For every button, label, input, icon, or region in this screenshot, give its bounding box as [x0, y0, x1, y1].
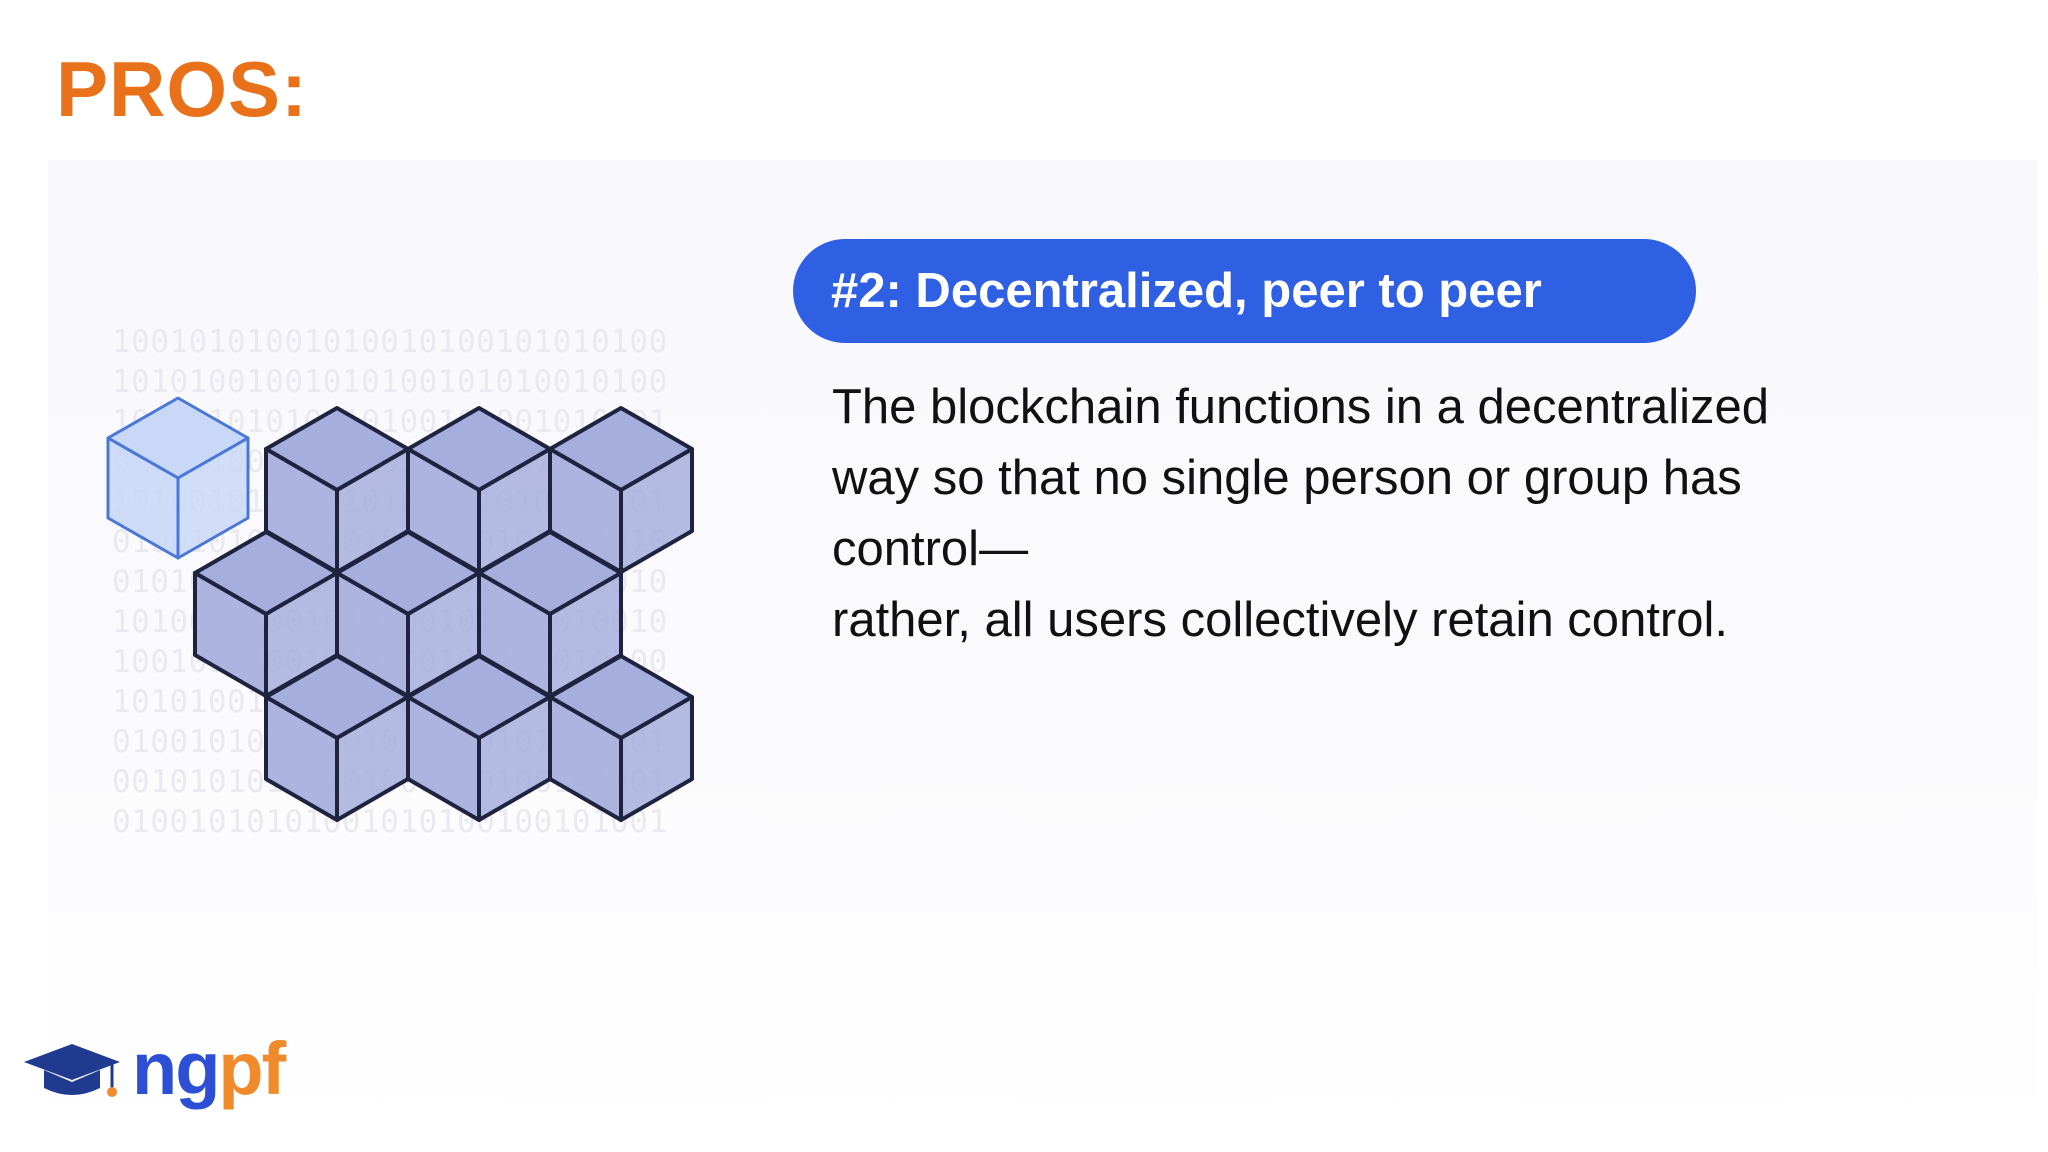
point-heading-pill: #2: Decentralized, peer to peer [793, 239, 1696, 343]
slide-title: PROS: [56, 45, 309, 133]
cluster-cube-face [619, 447, 694, 574]
binary-line: 01001010101001010100100101001 [112, 804, 668, 840]
logo-text-ng: ng [132, 1027, 220, 1110]
body-paragraph: The blockchain functions in a decentrali… [832, 372, 1982, 656]
binary-line: 10101001001010100101010010100 [112, 364, 668, 400]
point-heading: #2: Decentralized, peer to peer [831, 264, 1542, 318]
ngpf-logo: ngpf [22, 1030, 322, 1110]
single-cube-icon [106, 396, 250, 560]
logo-text-pf: pf [218, 1027, 286, 1110]
single-cube-face [176, 436, 250, 560]
cube-cluster-illustration [106, 396, 694, 822]
body-line: rather, all users collectively retain co… [832, 593, 1728, 647]
binary-line: 10010101001010010100101010100 [112, 324, 668, 360]
body-line: control— [832, 522, 1029, 576]
cluster-cube-face [619, 695, 694, 822]
body-line: The blockchain functions in a decentrali… [832, 380, 1770, 434]
cube-cluster-icon [193, 406, 694, 822]
graduation-cap-icon [24, 1044, 120, 1097]
body-line: way so that no single person or group ha… [832, 451, 1742, 505]
